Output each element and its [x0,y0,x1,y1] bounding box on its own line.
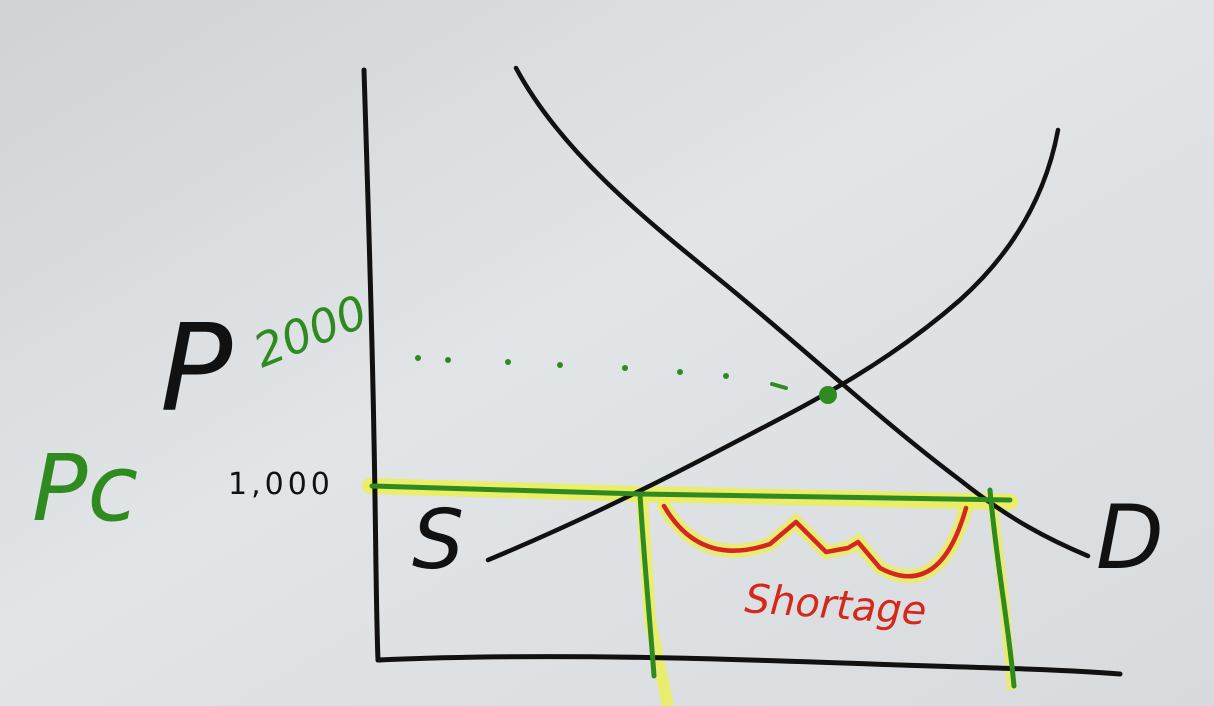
quantity-supplied-line [637,491,657,679]
ceiling-price-label: 1,000 [228,467,334,502]
supply-label: S [412,493,464,588]
x-axis [375,654,1123,677]
equilibrium-point [819,386,837,404]
demand-label: D [1096,486,1164,589]
price-axis-label: P [160,300,233,439]
price-ceiling-label: Pc [32,435,138,542]
shortage-brace [661,503,969,579]
quantity-demanded-line [987,487,1017,689]
equilibrium-price-guide [415,355,788,390]
demand-curve [513,65,1091,559]
y-axis [361,67,381,663]
